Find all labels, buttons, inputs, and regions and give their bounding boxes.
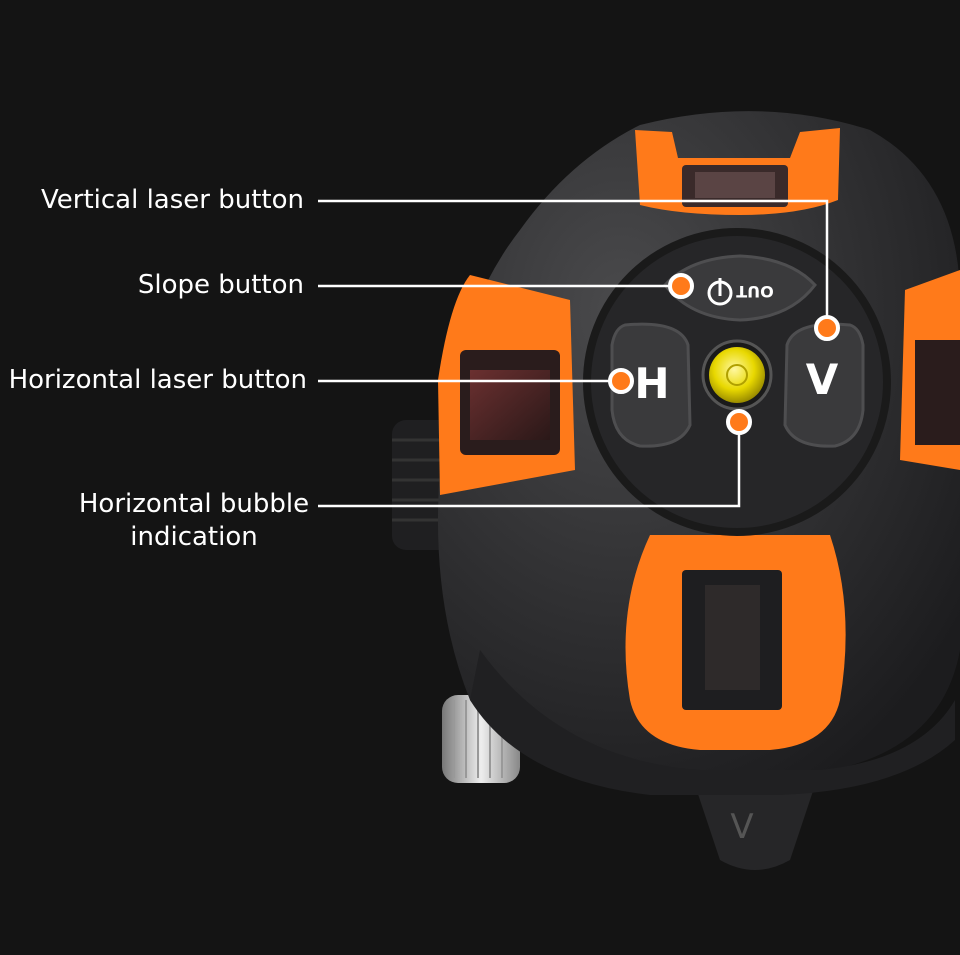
horizontal-laser-button[interactable] xyxy=(610,322,692,448)
vertical-laser-button[interactable] xyxy=(783,322,865,448)
marker-horizontal xyxy=(608,368,634,394)
lower-band xyxy=(470,650,955,795)
right-window xyxy=(915,340,960,445)
v-key-label: V xyxy=(806,355,839,404)
slope-button-text: OUT xyxy=(736,282,774,301)
base-mark-text: V xyxy=(730,807,753,847)
top-window-glass xyxy=(695,172,775,198)
callout-line-bubble xyxy=(318,422,741,508)
slope-button[interactable] xyxy=(663,254,817,322)
callout-horizontal-label: Horizontal laser button xyxy=(8,365,307,395)
callout-markers xyxy=(608,273,840,435)
callout-lines xyxy=(318,199,829,508)
callout-slope-label: Slope button xyxy=(137,270,304,300)
bubble-vial xyxy=(709,347,765,403)
marker-slope xyxy=(668,273,694,299)
callout-line-vertical xyxy=(318,199,829,327)
bottom-window-glass xyxy=(705,585,760,690)
marker-bubble xyxy=(726,409,752,435)
callout-bubble-line1: Horizontal bubble xyxy=(78,489,310,519)
marker-vertical xyxy=(814,315,840,341)
h-key-label: H xyxy=(634,359,669,408)
callout-bubble-line2: indication xyxy=(130,522,258,552)
callout-vertical-label: Vertical laser button xyxy=(41,185,304,215)
callout-bubble-label: Horizontal bubble indication xyxy=(70,488,318,554)
bubble-vial-ring xyxy=(726,364,748,386)
